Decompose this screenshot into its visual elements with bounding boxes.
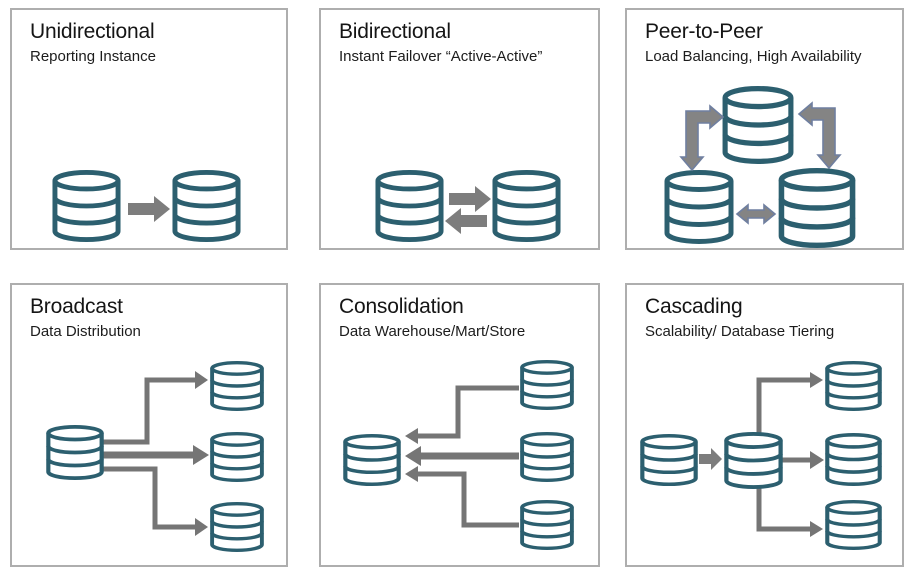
panel-subtitle: Data Warehouse/Mart/Store [339, 323, 526, 341]
panel-head: Cascading Scalability/ Database Tiering [645, 294, 894, 342]
database-cylinder-icon [520, 499, 574, 551]
elbow-arrow-up-icon [756, 377, 810, 435]
panel-title: Bidirectional [339, 20, 451, 43]
database-cylinder-icon [726, 434, 780, 487]
database-cylinder-icon [781, 171, 852, 246]
database-cylinder-icon [175, 172, 238, 239]
database-cylinder-icon [827, 502, 879, 549]
database-cylinder-icon [520, 431, 574, 483]
database-cylinder-icon [210, 360, 264, 412]
bidirectional-diagram [321, 10, 598, 248]
database-cylinder-icon [725, 89, 791, 162]
panel-title: Consolidation [339, 295, 464, 318]
database-cylinder-icon [495, 172, 558, 239]
panel-subtitle: Instant Failover “Active-Active” [339, 48, 543, 66]
database-cylinder-icon [210, 501, 264, 553]
panel-unidirectional: Unidirectional Reporting Instance [10, 8, 288, 250]
peer-to-peer-diagram [627, 10, 902, 248]
arrow-left-icon [445, 208, 487, 234]
panel-subtitle: Reporting Instance [30, 48, 156, 66]
database-cylinder-icon [55, 172, 118, 239]
arrow-head-icon [405, 466, 418, 482]
arrow-head-icon [195, 518, 208, 536]
panel-head: Consolidation Data Warehouse/Mart/Store [339, 294, 590, 342]
panel-head: Broadcast Data Distribution [30, 294, 278, 342]
unidirectional-diagram [12, 10, 286, 248]
arrow-head-icon [193, 445, 209, 465]
database-cylinder-icon [827, 363, 879, 410]
arrow-head-icon [195, 371, 208, 389]
broadcast-diagram [12, 360, 264, 553]
database-cylinder-icon [667, 173, 731, 242]
database-cylinder-icon [642, 436, 695, 484]
arrow-right-icon [128, 196, 170, 222]
arrow-right-icon [699, 448, 722, 470]
database-cylinder-icon [48, 427, 101, 478]
database-cylinder-icon [827, 435, 879, 484]
arrow-head-icon [810, 521, 823, 537]
arrow-head-icon [810, 451, 824, 469]
panel-head: Unidirectional Reporting Instance [30, 19, 278, 67]
panel-broadcast: Broadcast Data Distribution [10, 283, 288, 567]
database-cylinder-icon [378, 172, 441, 239]
arrow-right-icon [449, 186, 491, 212]
horizontal-double-arrow-icon [735, 203, 777, 225]
panel-subtitle: Load Balancing, High Availability [645, 48, 862, 66]
panel-subtitle: Scalability/ Database Tiering [645, 323, 835, 341]
elbow-arrow-up-icon [103, 377, 196, 445]
bent-double-arrow-icon [797, 101, 842, 170]
panel-title: Broadcast [30, 295, 123, 318]
panel-head: Peer-to-Peer Load Balancing, High Availa… [645, 19, 894, 67]
database-cylinder-icon [520, 359, 574, 411]
panel-peer-to-peer: Peer-to-Peer Load Balancing, High Availa… [625, 8, 904, 250]
consolidation-diagram [321, 359, 574, 551]
arrow-head-icon [810, 372, 823, 388]
panel-cascading: Cascading Scalability/ Database Tiering [625, 283, 904, 567]
elbow-arrow-down-icon [756, 487, 810, 532]
database-cylinder-icon [210, 431, 264, 483]
panel-consolidation: Consolidation Data Warehouse/Mart/Store [319, 283, 600, 567]
panel-bidirectional: Bidirectional Instant Failover “Active-A… [319, 8, 600, 250]
panel-title: Cascading [645, 295, 743, 318]
elbow-arrow-down-icon [103, 466, 196, 530]
panel-head: Bidirectional Instant Failover “Active-A… [339, 19, 590, 67]
arrow-head-icon [405, 446, 421, 466]
bent-double-arrow-icon [679, 104, 725, 172]
elbow-arrow-left-icon [418, 471, 519, 528]
cascading-diagram [627, 285, 902, 565]
panel-title: Unidirectional [30, 20, 155, 43]
elbow-arrow-left-icon [418, 385, 519, 439]
panel-title: Peer-to-Peer [645, 20, 763, 43]
panel-subtitle: Data Distribution [30, 323, 141, 341]
arrow-head-icon [405, 428, 418, 444]
database-cylinder-icon [345, 436, 398, 484]
